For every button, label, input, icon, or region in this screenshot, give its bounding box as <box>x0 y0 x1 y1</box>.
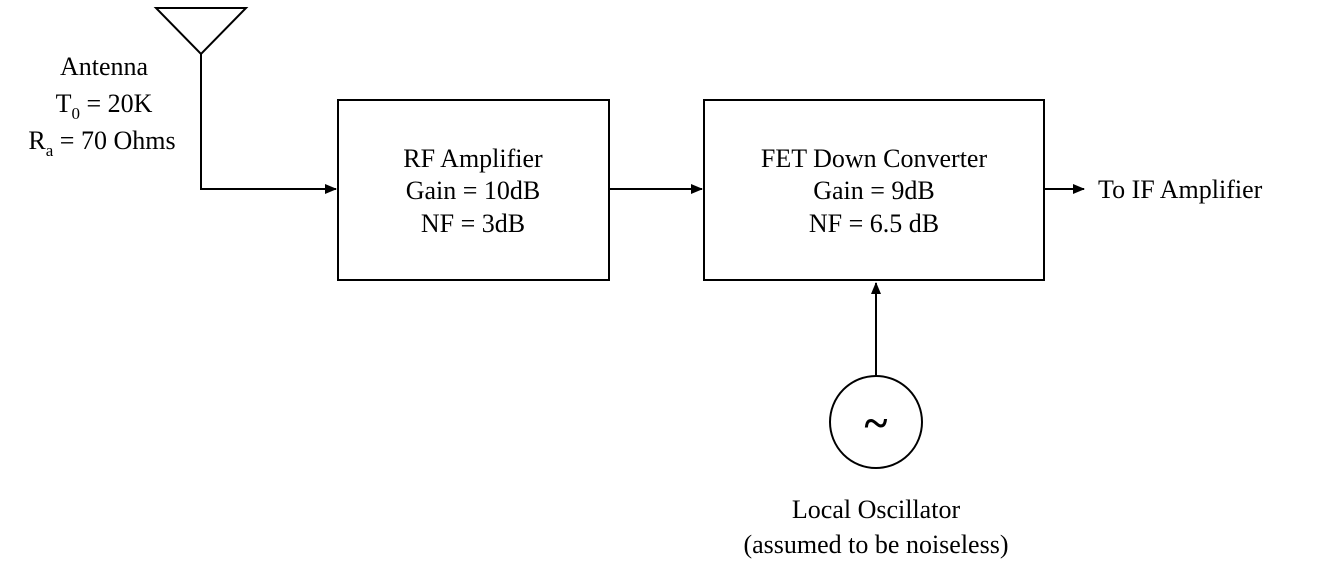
down-converter-nf: NF = 6.5 dB <box>809 209 939 238</box>
antenna-temperature: T0 = 20K <box>56 89 153 123</box>
output-label: To IF Amplifier <box>1098 175 1263 204</box>
oscillator-tilde: ~ <box>865 399 888 448</box>
down-converter-name: FET Down Converter <box>761 144 988 173</box>
antenna-icon <box>153 7 249 190</box>
down-converter-gain: Gain = 9dB <box>813 176 935 205</box>
resistance-value: = 70 Ohms <box>53 126 175 155</box>
temperature-symbol: T <box>56 89 72 118</box>
rf-amplifier-nf: NF = 3dB <box>421 209 525 238</box>
resistance-subscript: a <box>46 141 54 160</box>
resistance-symbol: R <box>28 126 46 155</box>
antenna-resistance: Ra = 70 Ohms <box>28 126 175 160</box>
temperature-value: = 20K <box>80 89 153 118</box>
oscillator-name: Local Oscillator <box>792 495 961 524</box>
rf-amplifier-gain: Gain = 10dB <box>406 176 541 205</box>
antenna-title: Antenna <box>60 52 149 81</box>
down-converter-block: FET Down Converter Gain = 9dB NF = 6.5 d… <box>703 99 1045 281</box>
rf-amplifier-block: RF Amplifier Gain = 10dB NF = 3dB <box>337 99 610 281</box>
rf-amplifier-name: RF Amplifier <box>403 144 543 173</box>
local-oscillator-icon: ~ <box>829 375 923 469</box>
oscillator-note: (assumed to be noiseless) <box>743 530 1008 559</box>
temperature-subscript: 0 <box>71 104 80 123</box>
